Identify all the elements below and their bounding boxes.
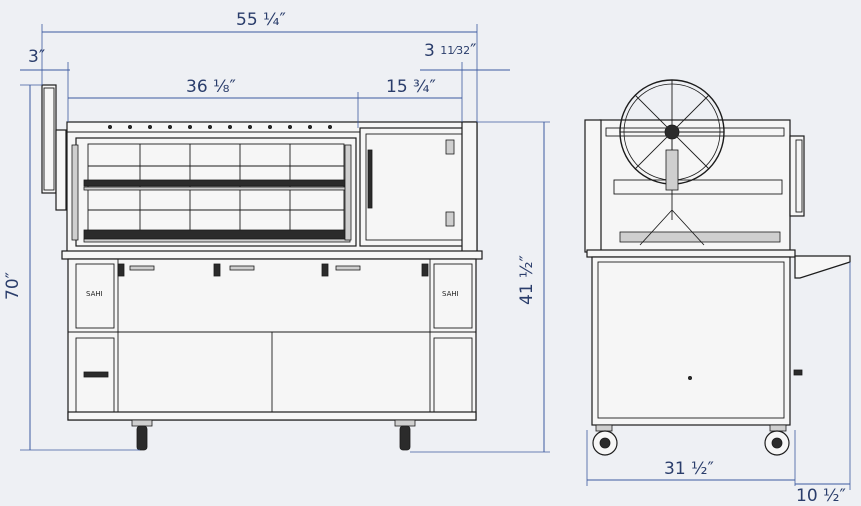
door-handle [367, 149, 373, 209]
drawer-handle [83, 371, 109, 378]
side-caster-right [764, 424, 790, 456]
dim-right-offset: 3 11⁄32″ [424, 41, 476, 61]
side-caster-left [592, 424, 618, 456]
dim-side-offset: 3″ [28, 47, 45, 67]
dim-overall-width: 55 ¼″ [236, 10, 286, 30]
rivet-row [108, 125, 332, 130]
side-view [584, 79, 851, 456]
caster-left [131, 419, 153, 451]
front-view: SAHI SAHI [41, 84, 483, 451]
side-housing [599, 119, 791, 253]
counter-top [61, 250, 483, 260]
dim-shelf-extension: 10 ½″ [796, 486, 846, 506]
caster-right [394, 419, 416, 451]
side-base [591, 256, 791, 426]
brand-mark-right: SAHI [442, 290, 459, 298]
dim-right-section: 15 ¾″ [386, 77, 436, 97]
dim-body-height: 41 ½″ [517, 255, 537, 305]
spit-upper [83, 179, 351, 187]
dim-total-height: 70″ [3, 272, 23, 300]
brand-mark-left: SAHI [86, 290, 103, 298]
side-shelf [794, 255, 851, 279]
rotisserie-chamber [75, 137, 357, 247]
dimensions: 55 ¼″ 3″ 3 11⁄32″ 36 ⅛″ 15 ¾″ 70″ 41 ½″ … [3, 10, 851, 506]
dim-left-section: 36 ⅛″ [186, 77, 236, 97]
dim-depth: 31 ½″ [664, 459, 714, 479]
spit-lower [83, 229, 351, 240]
